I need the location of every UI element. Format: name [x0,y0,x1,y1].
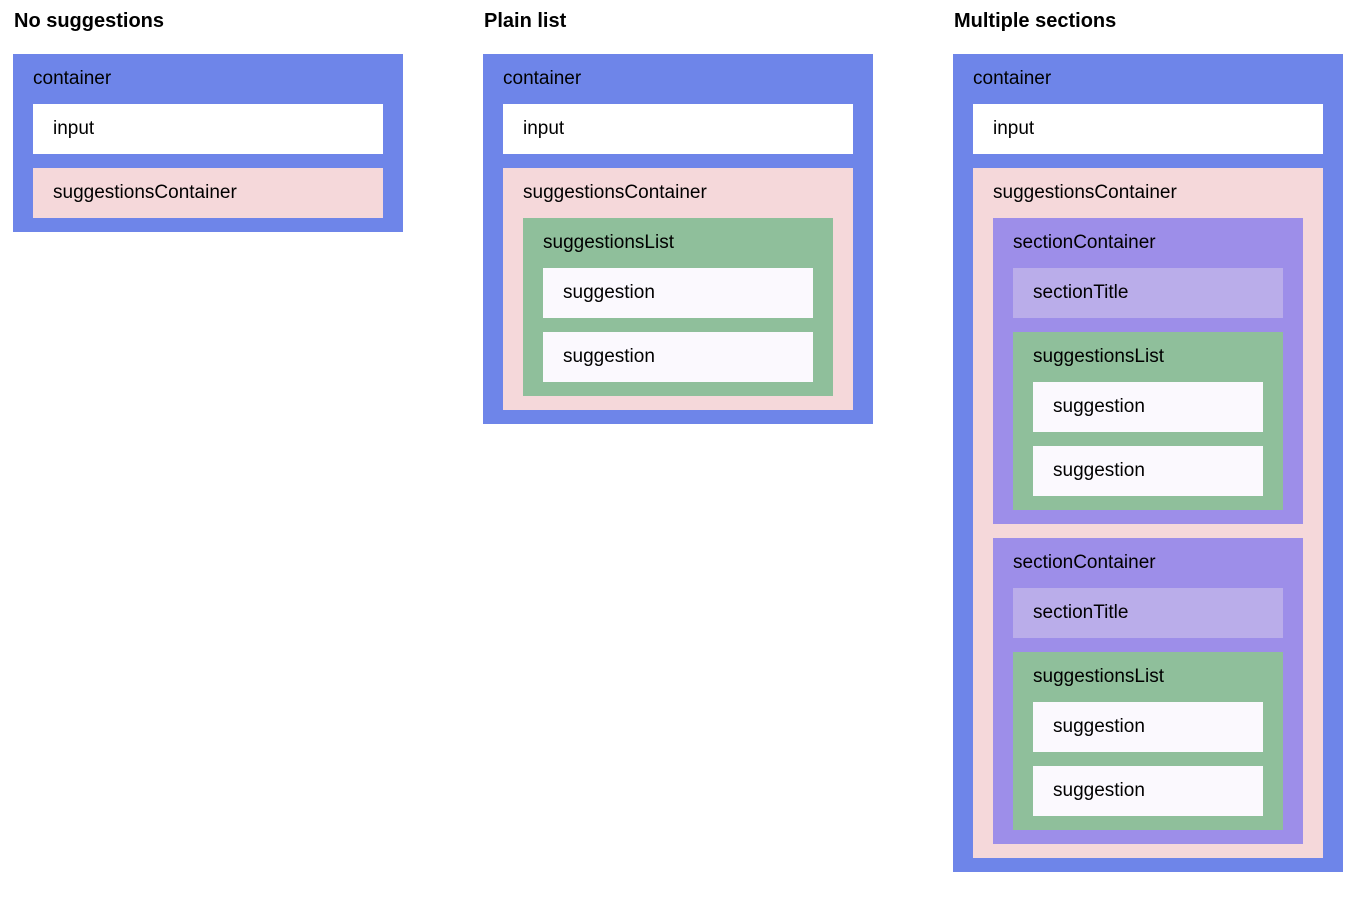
suggestion-box: suggestion [1033,382,1263,432]
input-label: input [993,118,1035,139]
suggestion-label: suggestion [1053,716,1145,737]
column-heading-no-suggestions: No suggestions [14,10,165,32]
suggestions-list-box: suggestionsList suggestion suggestion [523,218,833,396]
section-title-box: sectionTitle [1013,268,1283,318]
suggestion-label: suggestion [1053,460,1145,481]
suggestion-label: suggestion [563,346,655,367]
section-container-box: sectionContainer sectionTitle suggestion… [993,218,1303,524]
container-label: container [973,68,1052,89]
container-label: container [33,68,112,89]
section-title-label: sectionTitle [1033,282,1129,303]
suggestion-label: suggestion [1053,396,1145,417]
container-box: container input suggestionsContainer sec… [953,54,1343,872]
suggestions-list-label: suggestionsList [1033,346,1164,367]
column-no-suggestions: No suggestions container input suggestio… [13,8,403,232]
column-heading-multiple-sections: Multiple sections [954,10,1117,32]
section-container-label: sectionContainer [1013,232,1156,253]
input-box: input [973,104,1323,154]
column-multiple-sections: Multiple sections container input sugges… [953,8,1343,872]
section-container-label: sectionContainer [1013,552,1156,573]
suggestion-label: suggestion [563,282,655,303]
suggestions-list-label: suggestionsList [543,232,674,253]
column-heading-plain-list: Plain list [484,10,567,32]
suggestions-container-label: suggestionsContainer [993,182,1177,203]
suggestions-list-box: suggestionsList suggestion suggestion [1013,332,1283,510]
container-label: container [503,68,582,89]
suggestion-box: suggestion [1033,702,1263,752]
suggestion-label: suggestion [1053,780,1145,801]
suggestions-container-label: suggestionsContainer [523,182,707,203]
suggestion-box: suggestion [543,268,813,318]
container-box: container input suggestionsContainer [13,54,403,232]
section-title-label: sectionTitle [1033,602,1129,623]
suggestions-list-label: suggestionsList [1033,666,1164,687]
suggestions-container-label: suggestionsContainer [53,182,237,203]
section-container-box: sectionContainer sectionTitle suggestion… [993,538,1303,844]
container-box: container input suggestionsContainer sug… [483,54,873,424]
input-label: input [523,118,565,139]
theme-structure-diagram: No suggestions container input suggestio… [13,8,1343,872]
suggestion-box: suggestion [543,332,813,382]
suggestions-container-box: suggestionsContainer [33,168,383,218]
column-plain-list: Plain list container input suggestionsCo… [483,8,873,424]
suggestions-container-box: suggestionsContainer sectionContainer se… [973,168,1323,858]
suggestion-box: suggestion [1033,446,1263,496]
section-title-box: sectionTitle [1013,588,1283,638]
input-label: input [53,118,95,139]
suggestion-box: suggestion [1033,766,1263,816]
input-box: input [503,104,853,154]
input-box: input [33,104,383,154]
suggestions-container-box: suggestionsContainer suggestionsList sug… [503,168,853,410]
suggestions-list-box: suggestionsList suggestion suggestion [1013,652,1283,830]
